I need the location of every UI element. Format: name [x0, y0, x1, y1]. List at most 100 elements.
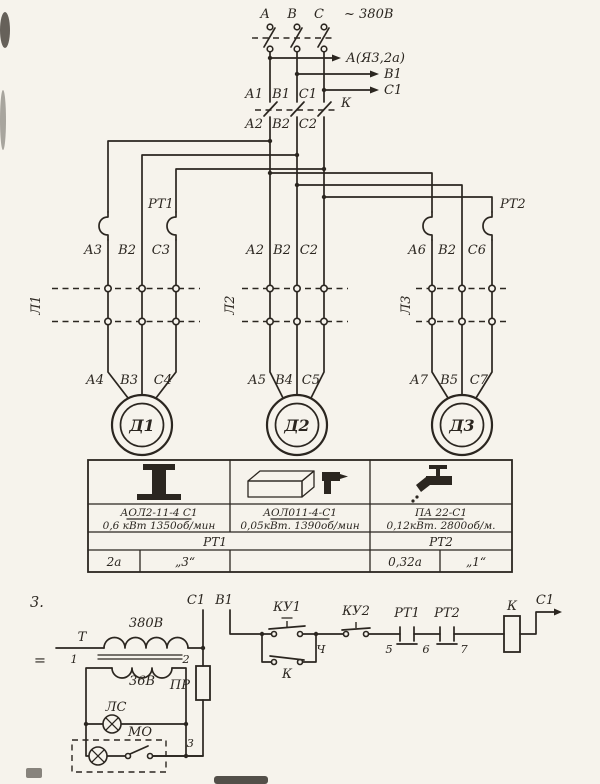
k-aux-contact-blade	[269, 655, 305, 661]
contact-bridges	[107, 290, 493, 320]
motor-power-3: 0,12кВт. 2800об/м.	[386, 520, 495, 532]
block-and-drill-icon	[247, 470, 348, 498]
scan-artifact	[0, 90, 6, 150]
heater-exit-wires	[107, 239, 493, 287]
motor-d1-label: Д1	[128, 416, 154, 435]
rt1-setting-value: „3“	[175, 555, 195, 569]
c1-end-arrow-icon	[554, 608, 562, 616]
control-c1-end-label: С1	[536, 593, 554, 608]
contactor-groups: А3 В2 С3 А2 В2 С2 А6 В2 С6 Л1 Л2 Л3 А4 В…	[29, 243, 508, 399]
tap-b-arrow-icon	[370, 70, 379, 78]
terminal-label: С3	[152, 243, 170, 258]
fuse-pr-label: ПР	[169, 678, 190, 693]
contactor-linkage-rows	[52, 287, 508, 323]
scan-artifacts	[0, 12, 268, 784]
rt2-setting-value: „1“	[466, 555, 486, 569]
tap-c-arrow-icon	[370, 86, 379, 94]
relay-rt1-label: РТ1	[147, 197, 174, 212]
ku2-button-label: КУ2	[341, 604, 370, 619]
terminal-label: В3	[119, 373, 138, 388]
section-number: 3.	[30, 595, 44, 611]
terminal-label: С5	[302, 373, 320, 388]
mo-dashed-box	[71, 739, 167, 773]
terminal-label: В5	[439, 373, 458, 388]
switch-terminal	[293, 23, 301, 31]
spec-table: АОЛ2-11-4 С1 0,6 кВт 1350об/мин АОЛ011-4…	[87, 459, 513, 573]
contactor-l2-label: Л2	[223, 295, 238, 315]
motor-type-1: АОЛ2-11-4 С1	[119, 507, 197, 519]
lamp-mo-cross	[91, 749, 105, 763]
tap-c-label: С1	[384, 83, 402, 98]
table-border	[87, 459, 513, 573]
table-rt2-label: РТ2	[428, 535, 453, 549]
mo-switch-label: МО	[127, 725, 152, 740]
tap-a-label: А(Я3,2а)	[345, 51, 405, 66]
primary-voltage-label: 380В	[129, 616, 163, 631]
terminal-label: А3	[83, 243, 102, 258]
motor-d3-symbol	[430, 393, 494, 457]
motor-d3-label: Д3	[448, 416, 474, 435]
supply-wires	[269, 51, 371, 103]
terminal-label: А4	[85, 373, 104, 388]
control-circuit: 3. С1 В1 ПР 3 Т 380В 36В 1 2 = ЛС	[30, 593, 562, 773]
motors: Д1 Д2 Д3	[110, 393, 494, 457]
terminal-b1-label: В1	[271, 87, 290, 102]
phase-b-label: В	[286, 7, 297, 22]
terminal-a1-label: А1	[244, 87, 263, 102]
continuation-mark: =	[34, 653, 46, 669]
node-5-label: 5	[385, 642, 392, 656]
terminal-label: А5	[247, 373, 266, 388]
motor-type-3: ПА 22-С1	[414, 507, 467, 519]
power-supply-section: А В С ~ 380В А(Я3,2а) В1 С1 А1 В1 С1 К А…	[244, 7, 405, 132]
contactor-l3-label: Л3	[399, 295, 414, 315]
transformer-t-label: Т	[78, 630, 88, 645]
coil-k-symbol	[503, 615, 521, 653]
motor-power-1: 0,6 кВт 1350об/мин	[103, 520, 216, 532]
scan-artifact	[214, 776, 268, 784]
node-6-label: 6	[422, 642, 429, 656]
terminal-b2-label: В2	[271, 117, 290, 132]
terminal-label: В2	[117, 243, 136, 258]
bus-verticals	[269, 116, 325, 287]
ku1-button-label: КУ1	[272, 600, 301, 615]
terminal-label: А6	[407, 243, 426, 258]
motor-type-2: АОЛ011-4-С1	[262, 507, 337, 519]
rt1-current-value: 2а	[106, 555, 122, 569]
motor-d2-label: Д2	[283, 416, 309, 435]
lamp-ls-cross	[105, 717, 119, 731]
column-press-icon	[137, 464, 181, 500]
terminal-c1-label: С1	[299, 87, 317, 102]
transformer-core	[97, 654, 183, 660]
rt2-current-value: 0,32а	[388, 555, 422, 569]
contactor-k-main-contacts	[263, 101, 332, 117]
terminal-c2-label: С2	[299, 117, 317, 132]
transformer-primary-winding	[103, 636, 189, 649]
coil-k-label: К	[506, 599, 518, 614]
terminal-label: В4	[274, 373, 293, 388]
scan-artifact	[26, 768, 42, 778]
control-c1-top-label: С1	[187, 593, 205, 608]
motor-feed-wires	[107, 323, 493, 399]
supply-voltage-label: ~ 380В	[344, 7, 393, 22]
mo-switch-blade	[129, 745, 149, 755]
tap-a-arrow-icon	[332, 54, 341, 62]
phase-c-label: С	[314, 7, 324, 22]
transformer-secondary-winding	[111, 667, 173, 679]
table-grid	[87, 459, 513, 573]
switch-terminal	[320, 45, 328, 53]
rt2-contact-symbol	[436, 626, 458, 645]
control-rung-wires	[229, 609, 505, 635]
secondary-lead-wires	[85, 667, 187, 757]
faucet-icon	[411, 465, 452, 503]
rt1-contact-label: РТ1	[393, 606, 420, 621]
contactor-k-label: К	[340, 96, 352, 111]
terminal-label: В2	[437, 243, 456, 258]
switch-terminal	[266, 23, 274, 31]
lamp-ls-label: ЛС	[105, 700, 127, 715]
terminal-label: А2	[245, 243, 264, 258]
distribution-wiring: РТ1 РТ2	[98, 116, 526, 287]
ku2-button-blade	[341, 627, 371, 631]
switch-terminal	[293, 45, 301, 53]
node-4-label: Ч	[317, 642, 327, 656]
